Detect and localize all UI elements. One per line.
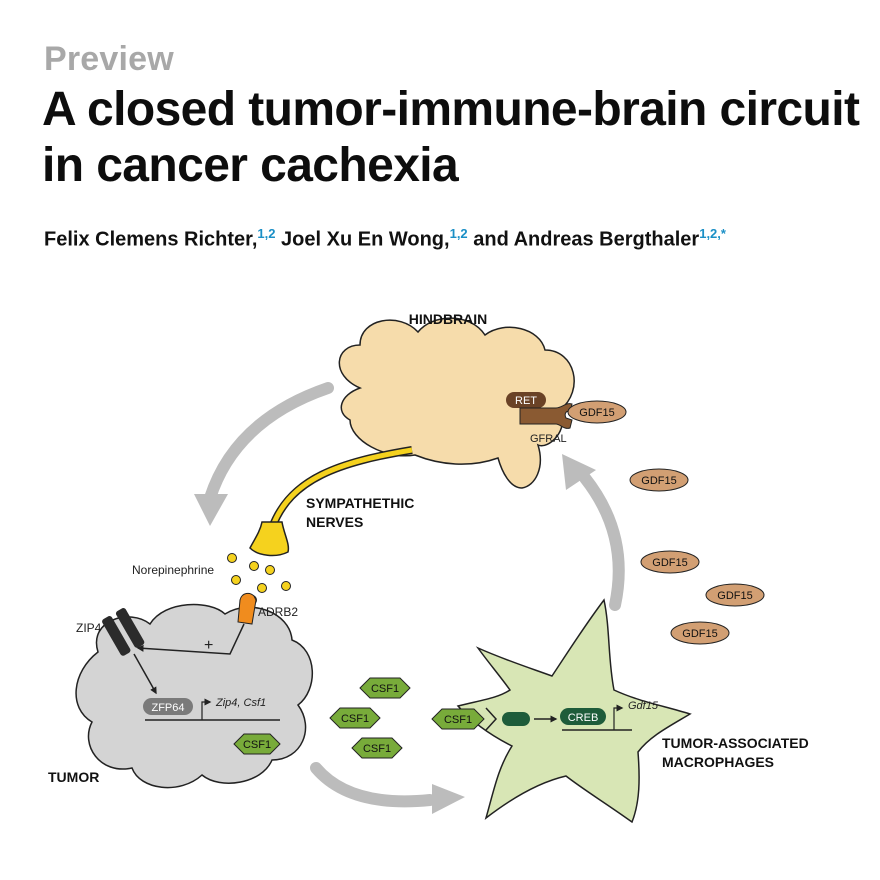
tumor-label: TUMOR	[48, 769, 99, 785]
nerve-terminal	[249, 521, 290, 557]
cycle-arrow-macrophage-to-brain	[562, 454, 625, 611]
csf1-molecule: CSF1	[431, 708, 485, 730]
adrb2-label: ADRB2	[258, 605, 298, 619]
csf1-label: CSF1	[371, 683, 399, 695]
zip4-label: ZIP4	[76, 621, 102, 635]
author-affiliation[interactable]: 1,2,*	[699, 226, 726, 241]
gdf15-molecule: GDF15	[705, 583, 765, 607]
cycle-arrow-brain-to-tumor	[194, 382, 334, 526]
csf1-label: CSF1	[243, 739, 271, 751]
preview-label: Preview	[44, 40, 174, 78]
hindbrain-label: HINDBRAIN	[409, 311, 488, 327]
gdf15-label: GDF15	[579, 407, 614, 419]
author-name[interactable]: Joel Xu En Wong,	[275, 228, 450, 251]
gdf15-molecule: GDF15	[640, 550, 700, 574]
creb-factor	[560, 708, 606, 725]
macrophage-promoter-arrow	[613, 704, 624, 730]
graphical-abstract: HINDBRAIN RET GFRAL SYMPATHETHIC NERVES …	[0, 270, 880, 880]
macrophage-label-line2: MACROPHAGES	[662, 754, 774, 770]
zip4-to-zfp64-arrow	[133, 653, 157, 695]
zfp64-factor	[143, 698, 193, 715]
cycle-arrow-tumor-to-macrophage	[310, 762, 465, 814]
csf1-molecule: CSF1	[351, 737, 403, 759]
csf1r-kinase	[502, 712, 530, 726]
adrb2-to-zip4-arrow	[136, 623, 245, 655]
csf1-molecule: CSF1	[359, 677, 411, 699]
ret-receptor	[506, 392, 546, 408]
gdf15-molecule: GDF15	[629, 468, 689, 492]
circuit-diagram: HINDBRAIN RET GFRAL SYMPATHETHIC NERVES …	[48, 311, 809, 824]
csf1r-receptor	[485, 707, 498, 731]
adrb2-receptor	[237, 592, 257, 625]
csf1-label: CSF1	[363, 743, 391, 755]
ret-label: RET	[515, 395, 537, 407]
sympathetic-label-line2: NERVES	[306, 514, 363, 530]
macrophage-label-line1: TUMOR-ASSOCIATED	[662, 735, 809, 751]
csf1-molecule: CSF1	[329, 707, 381, 729]
gdf15-gene-label: Gdf15	[628, 700, 659, 712]
zfp64-label: ZFP64	[151, 702, 184, 714]
article-title: A closed tumor-immune-brain circuit in c…	[42, 83, 860, 192]
gfral-receptor	[519, 403, 573, 429]
author-affiliation[interactable]: 1,2	[449, 226, 468, 241]
norepinephrine-label: Norepinephrine	[132, 563, 214, 577]
zip4-transporter	[102, 608, 145, 656]
gfral-label: GFRAL	[530, 433, 567, 445]
gdf15-label: GDF15	[652, 557, 687, 569]
gdf15-molecule: GDF15	[670, 621, 730, 645]
gdf15-molecule: GDF15	[567, 400, 627, 424]
tumor-gene-label: Zip4, Csf1	[215, 697, 266, 709]
author-affiliation[interactable]: 1,2	[257, 226, 276, 241]
author-name[interactable]: Felix Clemens Richter,	[44, 228, 258, 251]
plus-sign: +	[204, 637, 213, 654]
csf1-molecule: CSF1	[233, 733, 281, 755]
author-name[interactable]: and Andreas Bergthaler	[467, 228, 700, 251]
creb-label: CREB	[568, 712, 599, 724]
sympathetic-label-line1: SYMPATHETHIC	[306, 495, 414, 511]
csf1-label: CSF1	[444, 714, 472, 726]
tumor-promoter-arrow	[201, 698, 212, 720]
gdf15-label: GDF15	[682, 628, 717, 640]
csf1-label: CSF1	[341, 713, 369, 725]
gdf15-label: GDF15	[641, 475, 676, 487]
norepinephrine-molecules	[227, 553, 291, 605]
gdf15-label: GDF15	[717, 590, 752, 602]
author-line: Felix Clemens Richter,1,2 Joel Xu En Won…	[44, 226, 726, 252]
